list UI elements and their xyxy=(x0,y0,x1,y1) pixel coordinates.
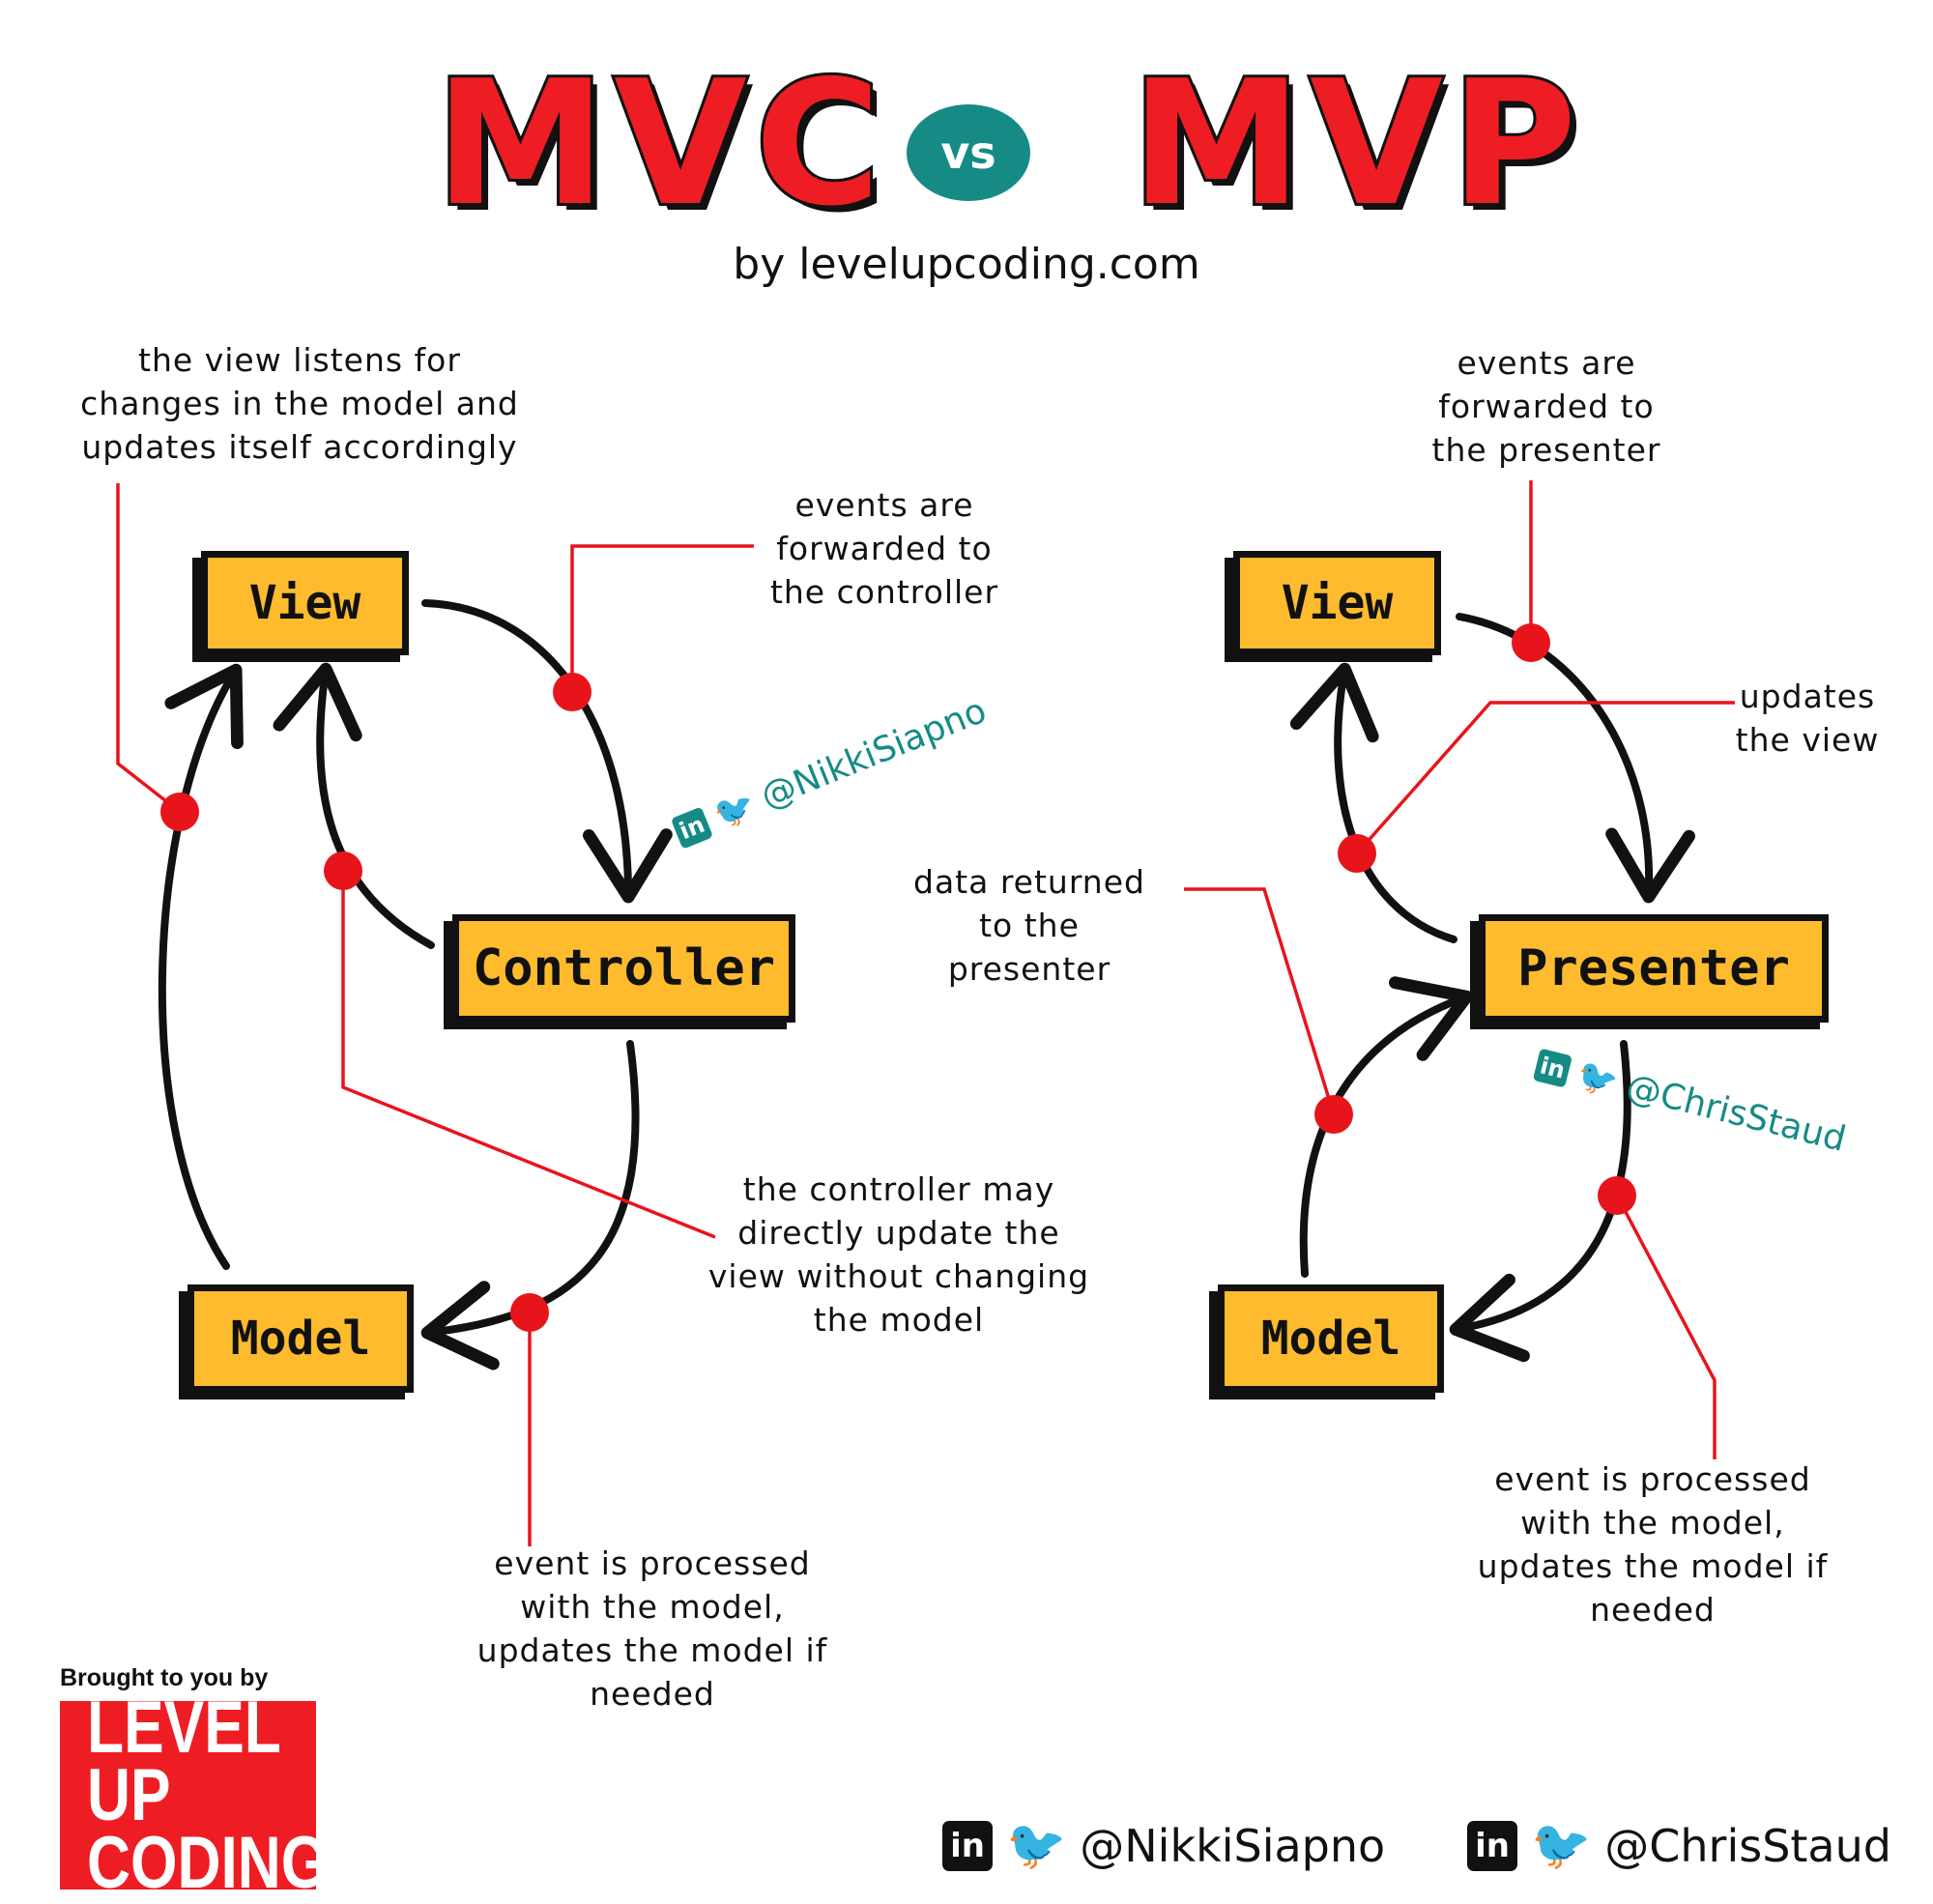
arrow-mvp-presenter-to-model xyxy=(1449,1040,1631,1363)
mvp-model-box: Model xyxy=(1218,1284,1444,1393)
arrow-mvc-model-to-view xyxy=(158,663,244,1270)
level-up-coding-logo[interactable]: LEVEL UP CODING xyxy=(60,1690,328,1899)
arrow-mvc-controller-to-model xyxy=(420,1040,640,1370)
dot-mvc-event-processed xyxy=(510,1293,549,1332)
leader-mvp-data-returned xyxy=(1184,887,1336,1115)
title-mvp: MVP xyxy=(1128,43,1585,244)
mvp-view-box: View xyxy=(1233,551,1441,655)
leader-mvc-controller-direct xyxy=(341,871,716,1239)
leader-mvc-view-listens xyxy=(116,483,182,814)
leader-mvp-event-processed-main xyxy=(1615,1195,1717,1459)
dot-mvp-events-forwarded xyxy=(1512,623,1550,662)
mvc-view-box: View xyxy=(201,551,409,655)
mvc-model-box: Model xyxy=(188,1284,414,1393)
brought-to-you-by: Brought to you by xyxy=(60,1664,269,1691)
dot-mvp-event-processed xyxy=(1598,1176,1636,1215)
arrow-mvp-model-to-presenter xyxy=(1299,976,1473,1278)
arrow-mvc-view-to-controller xyxy=(421,599,673,904)
dot-mvp-updates-view xyxy=(1338,834,1376,873)
footer-handle-nikki[interactable]: in 🐦 @NikkiSiapno xyxy=(942,1817,1385,1874)
twitter-icon[interactable]: 🐦 xyxy=(1006,1817,1067,1873)
twitter-icon[interactable]: 🐦 xyxy=(1531,1817,1592,1873)
arrow-mvc-controller-to-view xyxy=(273,662,435,949)
vs-badge: vs xyxy=(907,104,1030,201)
dot-mvc-controller-direct xyxy=(324,851,362,890)
linkedin-icon[interactable]: in xyxy=(942,1820,993,1871)
linkedin-icon[interactable]: in xyxy=(1467,1820,1517,1871)
mvc-controller-box: Controller xyxy=(452,914,795,1023)
linkedin-icon: in xyxy=(1532,1048,1573,1088)
leader-mvp-updates-view xyxy=(1355,701,1735,855)
footer-handle-chris[interactable]: in 🐦 @ChrisStaud xyxy=(1467,1817,1891,1874)
mvp-presenter-box: Presenter xyxy=(1479,914,1829,1023)
leader-mvc-events-forwarded xyxy=(570,544,754,692)
dot-mvc-events-forwarded xyxy=(553,673,591,711)
title-mvc: MVC xyxy=(432,43,889,244)
dot-mvp-data-returned xyxy=(1314,1095,1353,1134)
byline: by levelupcoding.com xyxy=(733,240,1200,289)
arrow-mvp-view-to-presenter xyxy=(1456,613,1695,904)
dot-mvc-view-listens xyxy=(160,793,199,831)
